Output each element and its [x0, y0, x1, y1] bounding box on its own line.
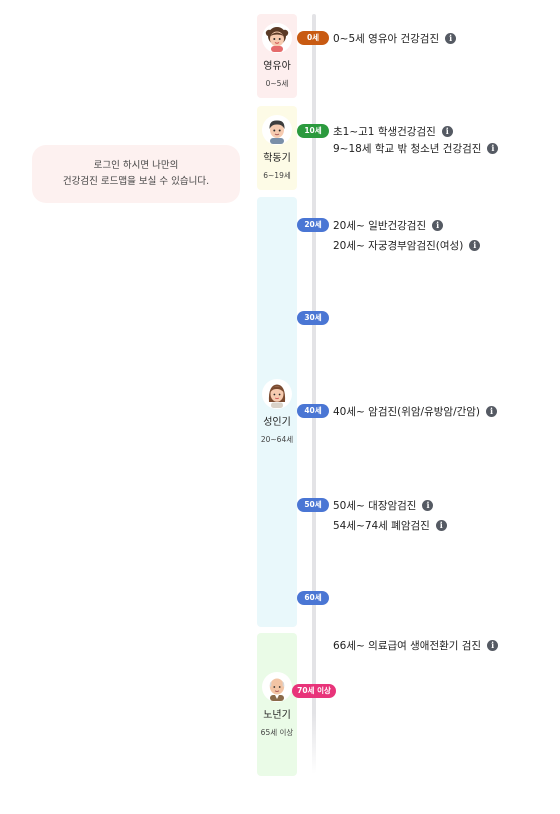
- adult-avatar-icon: [262, 379, 292, 409]
- checkup-label: 40세~ 암검진(위암/유방암/간암): [333, 405, 481, 418]
- info-icon[interactable]: i: [487, 639, 499, 651]
- age-badge-0: 0세: [297, 31, 329, 45]
- age-badge-40: 40세: [297, 404, 329, 418]
- login-prompt[interactable]: 로그인 하시면 나만의 건강검진 로드맵을 보실 수 있습니다.: [32, 145, 240, 203]
- stage-name: 성인기: [263, 417, 291, 428]
- stage-name: 학동기: [263, 153, 291, 164]
- checkup-label: 66세~ 의료급여 생애전환기 검진: [333, 639, 482, 652]
- info-icon[interactable]: i: [469, 239, 481, 251]
- login-prompt-line1: 로그인 하시면 나만의: [93, 160, 179, 171]
- stage-name: 영유아: [263, 61, 291, 72]
- stage-range: 65세 이상: [260, 727, 294, 737]
- stage-senior: 노년기 65세 이상: [257, 633, 297, 776]
- info-icon[interactable]: i: [486, 405, 498, 417]
- checkup-item-student[interactable]: 초1~고1 학생건강검진 i: [333, 124, 453, 138]
- age-badge-20: 20세: [297, 218, 329, 232]
- age-badge-70-plus: 70세 이상: [292, 684, 336, 698]
- checkup-item-lung-cancer[interactable]: 54세~74세 폐암검진 i: [333, 518, 447, 532]
- checkup-label: 20세~ 자궁경부암검진(여성): [333, 239, 464, 252]
- age-badge-30: 30세: [297, 311, 329, 325]
- timeline-line: [312, 14, 316, 774]
- stage-range: 20~64세: [260, 435, 294, 444]
- stage-adult: 성인기 20~64세: [257, 197, 297, 627]
- stage-range: 0~5세: [265, 79, 289, 88]
- checkup-label: 20세~ 일반건강검진: [333, 219, 427, 232]
- checkup-label: 0~5세 영유아 건강검진: [333, 32, 440, 45]
- info-icon[interactable]: i: [487, 142, 499, 154]
- stage-range: 6~19세: [263, 171, 291, 180]
- stage-infant: 영유아 0~5세: [257, 14, 297, 98]
- age-badge-50: 50세: [297, 498, 329, 512]
- senior-avatar-icon: [262, 671, 292, 702]
- checkup-item-general[interactable]: 20세~ 일반건강검진 i: [333, 218, 444, 232]
- stage-name: 노년기: [263, 709, 291, 721]
- checkup-label: 50세~ 대장암검진: [333, 499, 417, 512]
- login-prompt-line2: 건강검진 로드맵을 보실 수 있습니다.: [62, 176, 210, 187]
- info-icon[interactable]: i: [432, 219, 444, 231]
- checkup-item-colorectal-cancer[interactable]: 50세~ 대장암검진 i: [333, 498, 434, 512]
- age-badge-60: 60세: [297, 591, 329, 605]
- checkup-item-cervical-cancer[interactable]: 20세~ 자궁경부암검진(여성) i: [333, 238, 481, 252]
- checkup-item-cancer-screening[interactable]: 40세~ 암검진(위암/유방암/간암) i: [333, 404, 498, 418]
- infant-avatar-icon: [262, 23, 292, 53]
- stage-school: 학동기 6~19세: [257, 106, 297, 190]
- school-child-avatar-icon: [262, 115, 292, 145]
- checkup-item-out-of-school-youth[interactable]: 9~18세 학교 밖 청소년 건강검진 i: [333, 141, 499, 155]
- checkup-item-infant[interactable]: 0~5세 영유아 건강검진 i: [333, 31, 457, 45]
- checkup-label: 초1~고1 학생건강검진: [333, 125, 436, 138]
- info-icon[interactable]: i: [435, 519, 447, 531]
- info-icon[interactable]: i: [422, 499, 434, 511]
- checkup-item-life-transition[interactable]: 66세~ 의료급여 생애전환기 검진 i: [333, 638, 499, 652]
- info-icon[interactable]: i: [441, 125, 453, 137]
- info-icon[interactable]: i: [445, 32, 457, 44]
- checkup-label: 54세~74세 폐암검진: [333, 519, 430, 532]
- checkup-label: 9~18세 학교 밖 청소년 건강검진: [333, 142, 482, 155]
- age-badge-10: 10세: [297, 124, 329, 138]
